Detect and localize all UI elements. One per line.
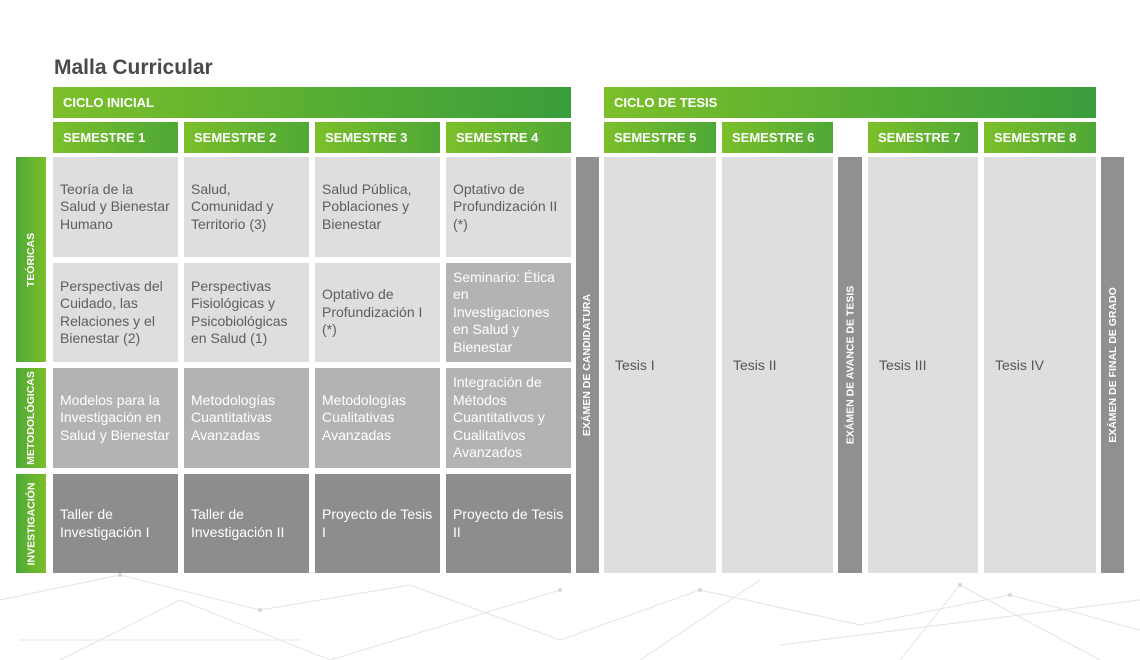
course-cell: Metodologías Cualitativas Avanzadas: [315, 368, 440, 468]
thesis-cell-2: Tesis II: [722, 157, 833, 573]
category-label-investigacion: INVESTIGACIÓN: [16, 474, 46, 573]
course-cell: Salud, Comunidad y Territorio (3): [184, 157, 309, 257]
cycle-header-tesis: CICLO DE TESIS: [604, 87, 1096, 118]
thesis-cell-3: Tesis III: [868, 157, 978, 573]
thesis-cell-4: Tesis IV: [984, 157, 1096, 573]
course-cell: Metodologías Cuantitativas Avanzadas: [184, 368, 309, 468]
semester-header-1: SEMESTRE 1: [53, 122, 178, 153]
category-label-metodologicas: METODOLÓGICAS: [16, 368, 46, 468]
course-cell: Integración de Métodos Cuantitativos y C…: [446, 368, 571, 468]
course-cell: Perspectivas Fisiológicas y Psicobiológi…: [184, 263, 309, 362]
exam-final-bar: EXÁMEN DE FINAL DE GRADO: [1101, 157, 1124, 573]
exam-candidatura-bar: EXÁMEN DE CANDIDATURA: [576, 157, 599, 573]
semester-header-6: SEMESTRE 6: [722, 122, 833, 153]
semester-header-7: SEMESTRE 7: [868, 122, 978, 153]
course-cell: Salud Pública, Poblaciones y Bienestar: [315, 157, 440, 257]
semester-header-3: SEMESTRE 3: [315, 122, 440, 153]
course-cell: Proyecto de Tesis II: [446, 474, 571, 573]
course-cell: Taller de Investigación II: [184, 474, 309, 573]
course-cell: Seminario: Ética en Investigaciones en S…: [446, 263, 571, 362]
course-cell: Perspectivas del Cuidado, las Relaciones…: [53, 263, 178, 362]
course-cell: Taller de Investigación I: [53, 474, 178, 573]
cycle-header-inicial: CICLO INICIAL: [53, 87, 571, 118]
course-cell: Proyecto de Tesis I: [315, 474, 440, 573]
course-cell: Teoría de la Salud y Bienestar Humano: [53, 157, 178, 257]
page-title: Malla Curricular: [54, 56, 213, 79]
semester-header-4: SEMESTRE 4: [446, 122, 571, 153]
course-cell: Modelos para la Investigación en Salud y…: [53, 368, 178, 468]
thesis-cell-1: Tesis I: [604, 157, 716, 573]
course-cell: Optativo de Profundización I (*): [315, 263, 440, 362]
course-cell: Optativo de Profundización II (*): [446, 157, 571, 257]
semester-header-2: SEMESTRE 2: [184, 122, 309, 153]
category-label-teoricas: TEÓRICAS: [16, 157, 46, 362]
exam-avance-bar: EXÁMEN DE AVANCE DE TESIS: [838, 157, 862, 573]
semester-header-8: SEMESTRE 8: [984, 122, 1096, 153]
semester-header-5: SEMESTRE 5: [604, 122, 716, 153]
